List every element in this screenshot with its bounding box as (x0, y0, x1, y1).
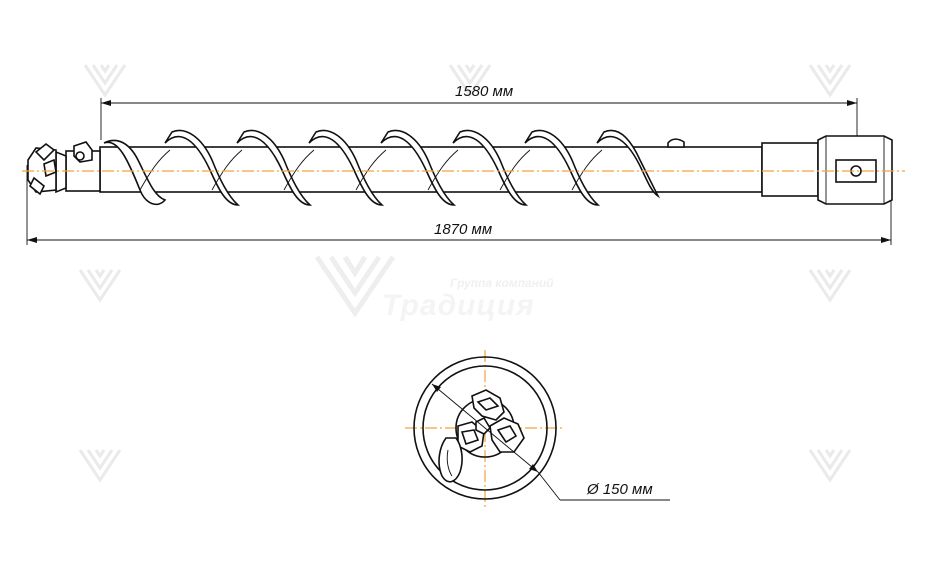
watermark-brand-name: Традиция (382, 289, 535, 322)
inner-flight-circle (422, 365, 548, 491)
diameter-label: Ø 150 мм (586, 481, 653, 498)
watermark-logo-icon (314, 255, 396, 318)
auger-side-view: 1870 мм 1580 мм (22, 83, 905, 245)
dimension-working-length: 1580 мм (100, 83, 858, 140)
auger-end-view: Ø 150 мм (405, 350, 670, 508)
dimension-total-length: 1870 мм (26, 165, 892, 245)
watermark-company-line: Группа компаний (450, 276, 554, 290)
diameter-dimension-line (431, 383, 539, 473)
working-length-label: 1580 мм (455, 83, 513, 100)
auger-flights (103, 129, 685, 206)
watermark-mark-icon (808, 64, 852, 98)
total-length-label: 1870 мм (434, 221, 492, 238)
drive-head (761, 135, 893, 205)
watermark-layer: Группа компаний Традиция (78, 64, 852, 483)
watermark-mark-icon (78, 449, 122, 483)
watermark-mark-icon (78, 269, 122, 303)
outer-flight-circle (413, 356, 557, 500)
cutter-teeth (438, 389, 525, 483)
watermark-mark-icon (808, 269, 852, 303)
watermark-mark-icon (448, 64, 492, 98)
watermark-mark-icon (808, 449, 852, 483)
watermark-mark-icon (83, 64, 127, 98)
cutting-tip (27, 141, 101, 196)
